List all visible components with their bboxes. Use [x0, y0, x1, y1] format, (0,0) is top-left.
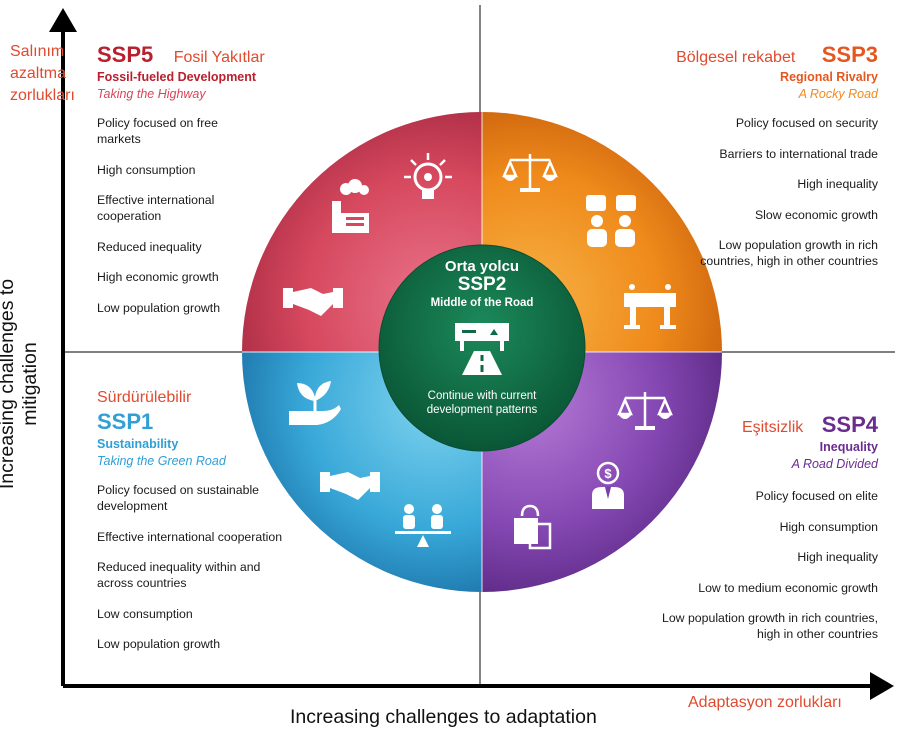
ssp2-code: SSP2 — [457, 274, 507, 295]
ssp3-name: Regional Rivalry — [780, 70, 878, 84]
ssp4-tr-name: Eşitsizlik — [741, 419, 804, 436]
ssp1-tr-name: Sürdürülebilir — [97, 389, 192, 406]
list-item: Low population growth in rich countries,… — [700, 238, 878, 268]
list-item: High consumption — [97, 162, 196, 177]
ssp1-code: SSP1 — [97, 409, 154, 434]
list-item: Effective international cooperation — [97, 193, 215, 223]
list-item: Low population growth — [97, 637, 221, 651]
ssp3-items: Policy focused on security Barriers to i… — [700, 115, 878, 269]
y-axis-title: Increasing challenges to mitigation — [0, 278, 41, 490]
scales-icon — [617, 392, 673, 430]
svg-text:$: $ — [604, 466, 612, 481]
ssp5-name: Fossil-fueled Development — [97, 70, 257, 84]
ssp5-panel: SSP5 Fosil Yakıtlar Fossil-fueled Develo… — [97, 42, 297, 330]
list-item: Barriers to international trade — [719, 146, 878, 161]
lightbulb-icon — [404, 153, 452, 199]
road-sign-icon — [455, 323, 509, 375]
x-axis-arrow — [870, 672, 894, 700]
scales-icon — [502, 154, 558, 192]
y-axis-tr-label: Salınım azaltma zorlukları — [10, 43, 75, 104]
list-item: Policy focused on sustainable developmen… — [97, 483, 260, 513]
ssp1-items: Policy focused on sustainable developmen… — [97, 482, 297, 652]
list-item: Low consumption — [97, 606, 193, 621]
ssp3-road: A Rocky Road — [798, 87, 878, 101]
list-item: Policy focused on free markets — [97, 116, 218, 146]
ssp1-name: Sustainability — [97, 437, 179, 451]
ssp1-panel: Sürdürülebilir SSP1 Sustainability Takin… — [97, 389, 302, 667]
ssp3-panel: Bölgesel rekabet SSP3 Regional Rivalry A… — [640, 42, 878, 284]
list-item: Low population growth — [97, 300, 221, 315]
ssp5-code: SSP5 — [97, 42, 154, 67]
list-item: Policy focused on elite — [755, 489, 878, 503]
list-item: Slow economic growth — [754, 207, 878, 222]
list-item: High inequality — [797, 550, 878, 564]
shopping-bag-icon — [514, 504, 552, 550]
ssp2-name: Middle of the Road — [430, 297, 534, 309]
list-item: Low population growth in rich countries,… — [661, 611, 878, 641]
handshake-icon — [320, 472, 380, 500]
ssp2-description: Continue with current development patter… — [426, 390, 538, 416]
ssp5-items: Policy focused on free markets High cons… — [97, 115, 252, 316]
businessman-dollar-icon: $ — [592, 461, 624, 509]
list-item: Policy focused on security — [735, 116, 878, 130]
list-item: High consumption — [779, 519, 878, 534]
ssp4-code: SSP4 — [821, 412, 878, 437]
x-axis-tr-label: Adaptasyon zorlukları — [688, 694, 842, 711]
list-item: Reduced inequality — [97, 239, 202, 254]
barrier-icon — [624, 284, 676, 329]
ssp3-tr-name: Bölgesel rekabet — [676, 49, 796, 66]
x-axis-title: Increasing challenges to adaptation — [290, 706, 597, 728]
list-item: High economic growth — [97, 270, 219, 284]
ssp4-panel: Eşitsizlik SSP4 Inequality A Road Divide… — [660, 412, 878, 471]
ssp1-road: Taking the Green Road — [97, 454, 226, 468]
y-axis-arrow — [49, 8, 77, 32]
balanced-people-icon — [395, 504, 451, 547]
list-item: Reduced inequality within and across cou… — [97, 560, 261, 590]
handshake-icon — [283, 288, 343, 316]
ssp5-road: Taking the Highway — [97, 87, 206, 101]
ssp4-name: Inequality — [819, 440, 878, 454]
ssp2-tr-name: Orta yolcu — [444, 258, 520, 275]
ssp2-panel: Orta yolcu SSP2 Middle of the Road — [392, 258, 572, 309]
globe-ssp2-center — [378, 244, 586, 452]
ssp4-items: Policy focused on elite High consumption… — [650, 488, 878, 657]
list-item: High inequality — [797, 177, 878, 191]
list-item: Low to medium economic growth — [698, 580, 878, 595]
factory-icon — [332, 179, 369, 233]
ssp4-road: A Road Divided — [791, 457, 878, 471]
list-item: Effective international cooperation — [97, 529, 283, 544]
ssp3-code: SSP3 — [821, 42, 878, 67]
plant-hand-icon — [289, 381, 341, 425]
ssp5-tr-name: Fosil Yakıtlar — [173, 49, 265, 66]
debate-people-icon — [586, 195, 636, 247]
